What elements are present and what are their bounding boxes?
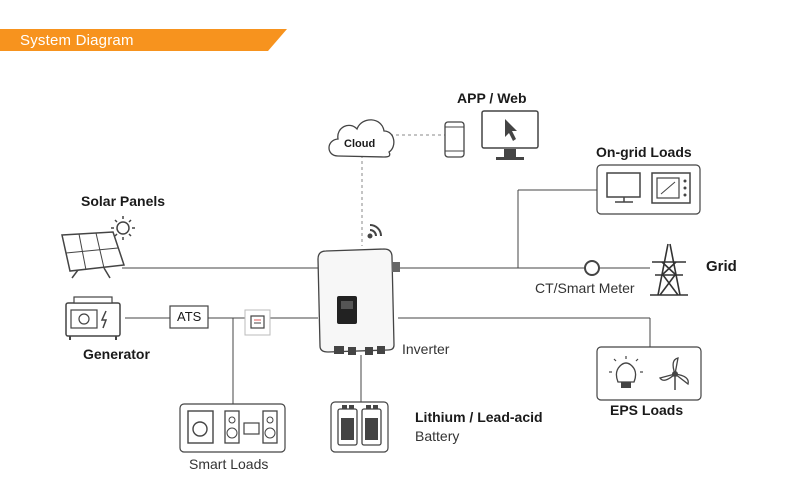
- cloud-label: Cloud: [344, 138, 376, 150]
- battery-icon: [330, 401, 389, 453]
- eps-loads-icon: [596, 346, 702, 401]
- solar-panels-label: Solar Panels: [81, 193, 166, 209]
- grid-tower-icon: [650, 243, 688, 296]
- page-title: System Diagram: [20, 32, 134, 49]
- sun-icon: [111, 216, 135, 240]
- inverter-label: Inverter: [402, 341, 450, 357]
- on-grid-loads-icon: [596, 164, 701, 215]
- generator-label: Generator: [83, 346, 150, 362]
- ct-meter-icon: [584, 260, 600, 276]
- inverter-icon: [317, 248, 400, 355]
- ats-box: [169, 305, 209, 329]
- battery-title-label: Lithium / Lead-acid: [415, 409, 543, 425]
- generator-icon: [65, 296, 121, 340]
- wifi-icon: [367, 224, 382, 239]
- monitor-icon: [481, 110, 539, 160]
- smart-loads-icon: [179, 403, 286, 453]
- solar-panel-icon: [61, 231, 126, 279]
- on-grid-loads-label: On-grid Loads: [596, 144, 692, 160]
- header-banner: [0, 29, 287, 51]
- grid-label: Grid: [706, 258, 737, 275]
- section-header: System Diagram: [0, 29, 287, 51]
- battery-sub-label: Battery: [415, 428, 460, 444]
- app-web-label: APP / Web: [457, 90, 527, 106]
- cloud-icon: [328, 119, 395, 158]
- ct-meter-label: CT/Smart Meter: [535, 280, 635, 296]
- smart-loads-label: Smart Loads: [189, 456, 269, 472]
- connection-lines: [122, 189, 651, 404]
- smart-switch-icon: [244, 309, 271, 336]
- eps-loads-label: EPS Loads: [610, 402, 684, 418]
- phone-icon: [444, 121, 465, 158]
- ats-label: ATS: [177, 309, 202, 324]
